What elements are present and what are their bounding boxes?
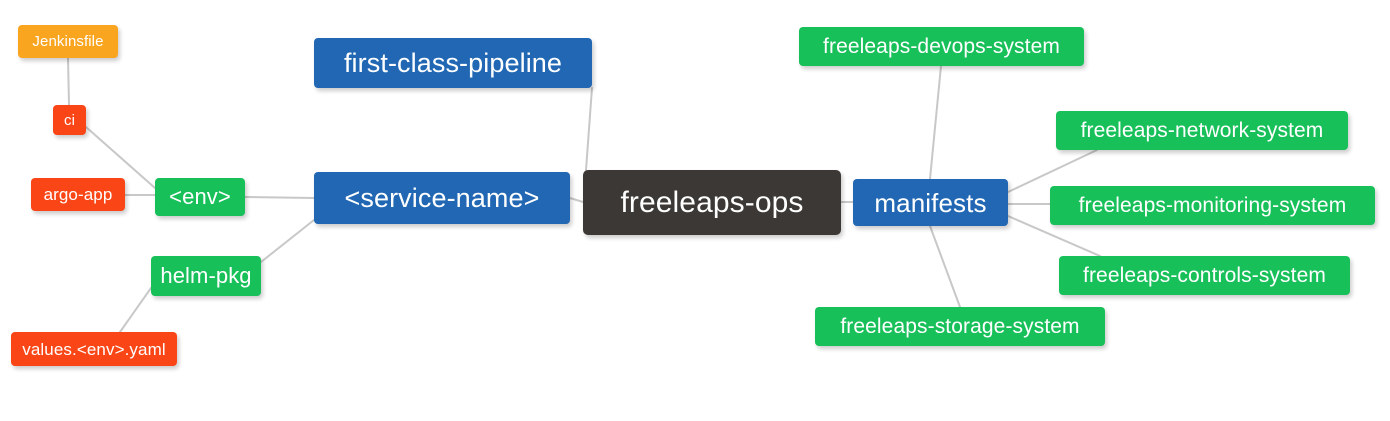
node-freeleaps-devops-system[interactable]: freeleaps-devops-system	[799, 27, 1084, 66]
edge-freeleaps-ops-to-service-name	[569, 197, 584, 203]
node-label: freeleaps-controls-system	[1083, 264, 1326, 287]
node-ci[interactable]: ci	[53, 105, 86, 135]
node-label: freeleaps-storage-system	[840, 315, 1080, 338]
edge-manifests-to-freeleaps-devops-system	[929, 65, 942, 180]
node-label: helm-pkg	[160, 263, 252, 288]
node-label: values.<env>.yaml	[22, 339, 166, 359]
node-label: manifests	[874, 187, 987, 218]
edge-helm-pkg-to-values-env-yaml	[119, 287, 152, 333]
node-freeleaps-ops[interactable]: freeleaps-ops	[583, 170, 841, 235]
node-freeleaps-network-system[interactable]: freeleaps-network-system	[1056, 111, 1348, 150]
node-label: freeleaps-devops-system	[823, 35, 1060, 58]
node-helm-pkg[interactable]: helm-pkg	[151, 256, 261, 296]
node-label: ci	[63, 111, 76, 129]
node-label: freeleaps-monitoring-system	[1078, 194, 1347, 217]
node-manifests[interactable]: manifests	[853, 179, 1008, 226]
node-label: freeleaps-ops	[620, 185, 804, 219]
edge-service-name-to-env	[244, 196, 315, 199]
node-label: first-class-pipeline	[343, 47, 563, 78]
node-label: Jenkinsfile	[32, 33, 104, 50]
node-argo-app[interactable]: argo-app	[31, 178, 125, 211]
node-first-class-pipeline[interactable]: first-class-pipeline	[314, 38, 592, 88]
node-label: argo-app	[43, 185, 113, 204]
edge-service-name-to-helm-pkg	[260, 219, 315, 263]
node-service-name[interactable]: <service-name>	[314, 172, 570, 224]
node-env[interactable]: <env>	[155, 178, 245, 216]
node-jenkinsfile[interactable]: Jenkinsfile	[18, 25, 118, 58]
edge-freeleaps-ops-to-first-class-pipeline	[585, 87, 593, 171]
node-freeleaps-controls-system[interactable]: freeleaps-controls-system	[1059, 256, 1350, 295]
node-label: <service-name>	[344, 182, 540, 213]
edge-manifests-to-freeleaps-storage-system	[929, 225, 961, 308]
node-label: <env>	[169, 184, 231, 209]
edge-ci-to-jenkinsfile	[67, 57, 70, 106]
node-freeleaps-monitoring-system[interactable]: freeleaps-monitoring-system	[1050, 186, 1375, 225]
node-freeleaps-storage-system[interactable]: freeleaps-storage-system	[815, 307, 1105, 346]
node-label: freeleaps-network-system	[1080, 119, 1324, 142]
node-values-env-yaml[interactable]: values.<env>.yaml	[11, 332, 177, 366]
